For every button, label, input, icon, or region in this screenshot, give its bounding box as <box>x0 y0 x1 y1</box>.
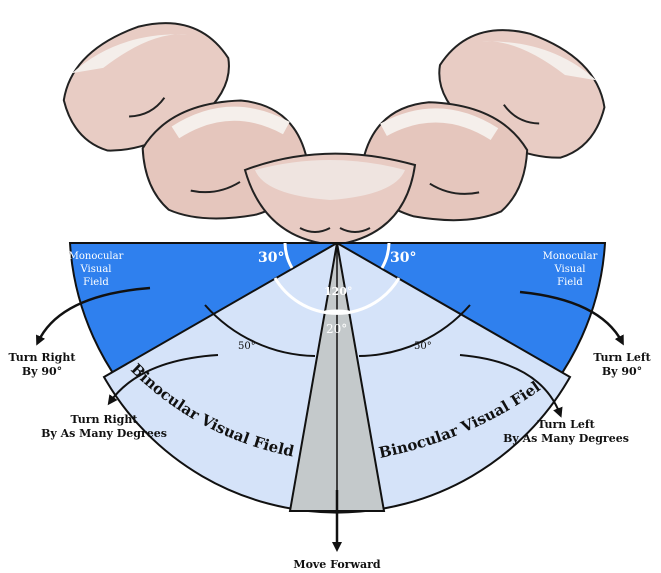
svg-text:Turn Left: Turn Left <box>593 351 651 364</box>
svg-text:Turn Right: Turn Right <box>9 351 77 364</box>
svg-text:By 90°: By 90° <box>602 365 642 378</box>
angle-30-right: 30° <box>390 250 416 266</box>
svg-text:Turn Left: Turn Left <box>537 418 595 431</box>
head-illustration <box>46 0 622 245</box>
svg-text:By As Many Degrees: By As Many Degrees <box>41 427 167 440</box>
svg-text:Field: Field <box>83 277 109 288</box>
angle-50-left: 50° <box>238 341 256 352</box>
turn-left-90-label: Turn Left By 90° <box>593 351 651 378</box>
angle-30-left: 30° <box>258 250 284 266</box>
svg-text:By 90°: By 90° <box>22 365 62 378</box>
svg-text:By As Many Degrees: By As Many Degrees <box>503 432 629 445</box>
turn-right-90-label: Turn Right By 90° <box>9 351 77 378</box>
svg-text:Visual: Visual <box>80 264 112 275</box>
angle-20: 20° <box>326 322 347 336</box>
arc-20 <box>325 311 349 312</box>
angle-50-right: 50° <box>414 341 432 352</box>
svg-text:Turn Right: Turn Right <box>71 413 139 426</box>
svg-text:Monocular: Monocular <box>543 251 598 262</box>
svg-text:Monocular: Monocular <box>69 251 124 262</box>
angle-120: 120° <box>324 285 352 298</box>
svg-text:Visual: Visual <box>554 264 586 275</box>
svg-text:Field: Field <box>557 277 583 288</box>
move-forward-label: Move Forward <box>293 558 380 571</box>
